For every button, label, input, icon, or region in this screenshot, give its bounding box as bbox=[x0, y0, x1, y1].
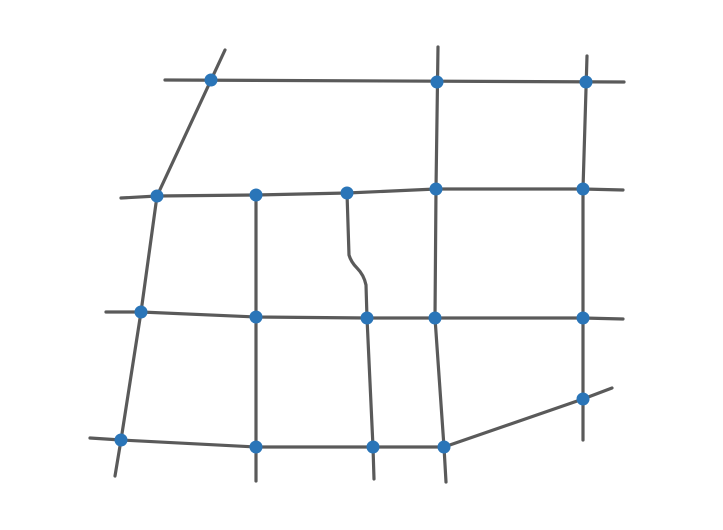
intersection-node bbox=[114, 433, 128, 447]
road-segment bbox=[434, 45, 440, 191]
road-segment bbox=[113, 194, 159, 478]
intersection-node bbox=[576, 311, 590, 325]
intersection-node bbox=[437, 440, 451, 454]
intersections-layer bbox=[114, 73, 593, 454]
intersection-node bbox=[576, 392, 590, 406]
intersection-node bbox=[360, 311, 374, 325]
road-segment bbox=[433, 187, 448, 484]
intersection-node bbox=[430, 75, 444, 89]
intersection-node bbox=[579, 75, 593, 89]
roads-layer bbox=[88, 45, 626, 484]
intersection-node bbox=[204, 73, 218, 87]
road-segment bbox=[119, 187, 625, 200]
intersection-node bbox=[150, 189, 164, 203]
intersection-node bbox=[340, 186, 354, 200]
intersection-node bbox=[366, 440, 380, 454]
intersection-node bbox=[249, 188, 263, 202]
intersection-node bbox=[429, 182, 443, 196]
intersection-node bbox=[576, 182, 590, 196]
intersection-node bbox=[134, 305, 148, 319]
road-segment bbox=[345, 191, 376, 481]
intersection-node bbox=[428, 311, 442, 325]
road-segment bbox=[163, 78, 626, 84]
road-segment bbox=[155, 48, 227, 198]
road-segment bbox=[88, 436, 446, 449]
intersection-node bbox=[249, 440, 263, 454]
intersection-node bbox=[249, 310, 263, 324]
